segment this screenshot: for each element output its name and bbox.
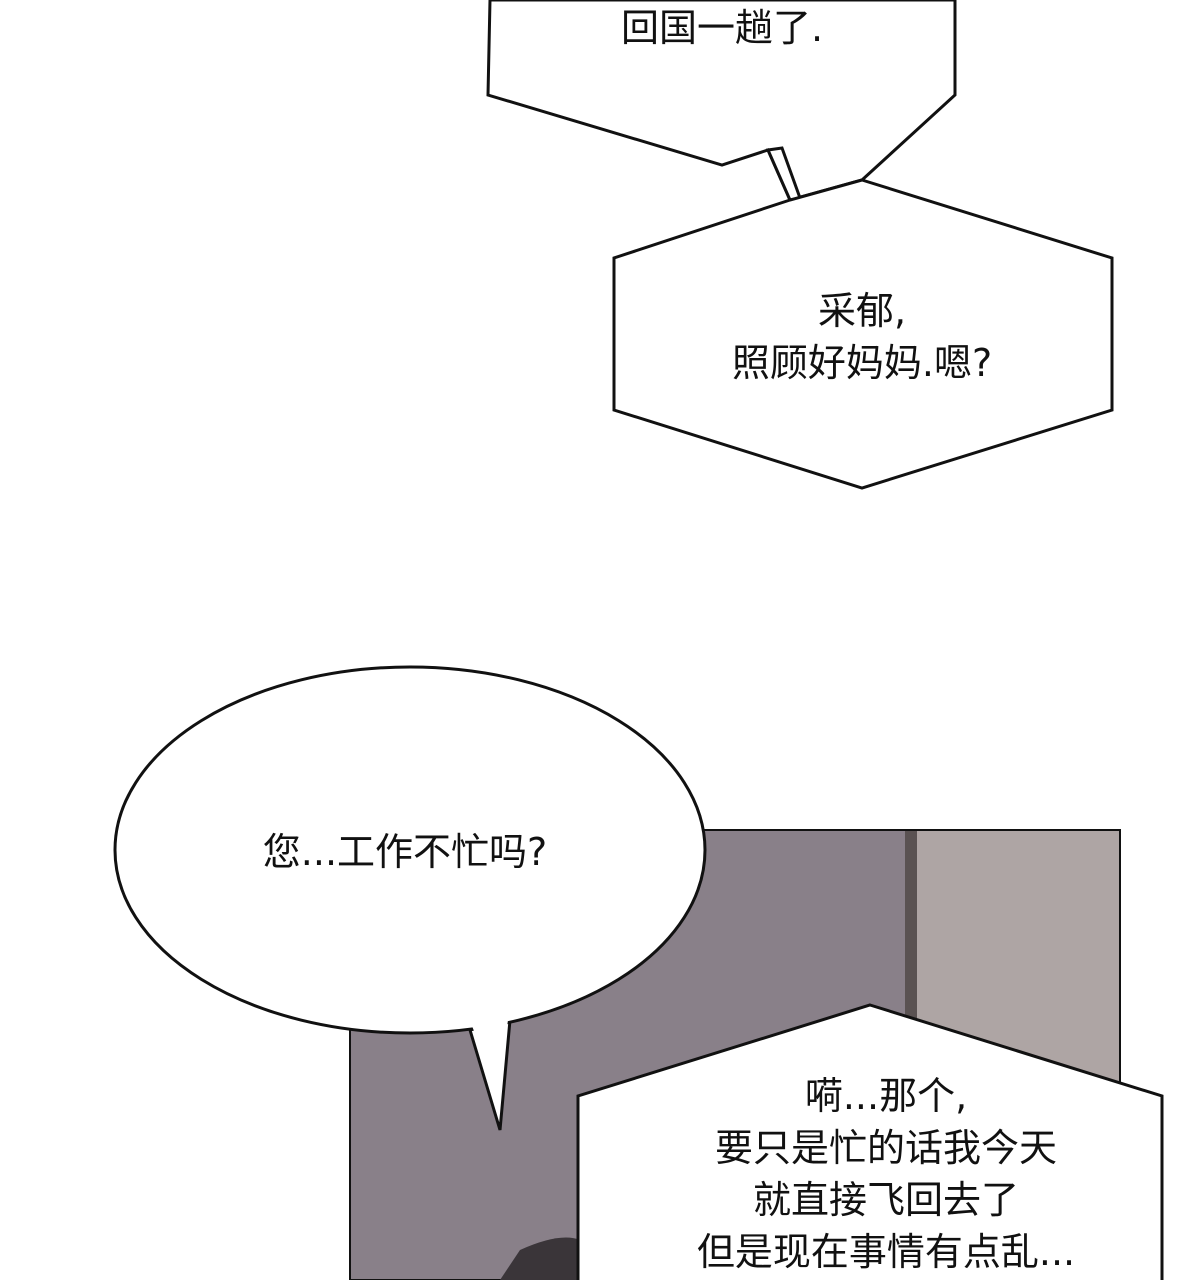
speech-bubble-bottom <box>576 1003 1164 1280</box>
bubble-bottom-line: 要只是忙的话我今天 <box>714 1126 1057 1170</box>
bubble-bottom-line: 就直接飞回去了 <box>752 1178 1019 1222</box>
bubble-bottom-line: 但是现在事情有点乱... <box>696 1230 1076 1274</box>
bubble-oval-text: 您...工作不忙吗? <box>263 826 547 878</box>
bubble-oval-line: 您...工作不忙吗? <box>262 830 548 874</box>
bubble-second-line: 照顾好妈妈.嗯? <box>731 341 993 385</box>
bubble-bottom-line: 嗬...那个, <box>804 1074 968 1118</box>
bubble-second-line: 采郁, <box>817 289 907 333</box>
bubble-top-line: 回国一趟了. <box>620 6 824 50</box>
bubble-tail-seam <box>472 1020 508 1036</box>
bubble-second-text: 采郁, 照顾好妈妈.嗯? <box>732 285 992 389</box>
scene-frame-outline <box>349 829 1121 1280</box>
speech-bubble-second <box>612 178 1114 490</box>
bubble-bottom-text: 嗬...那个, 要只是忙的话我今天 就直接飞回去了 但是现在事情有点乱... <box>697 1070 1075 1278</box>
speech-bubble-oval <box>113 665 707 1035</box>
scene-dark-shape <box>500 1237 580 1280</box>
bubble-top-text: 回国一趟了. <box>621 2 823 54</box>
